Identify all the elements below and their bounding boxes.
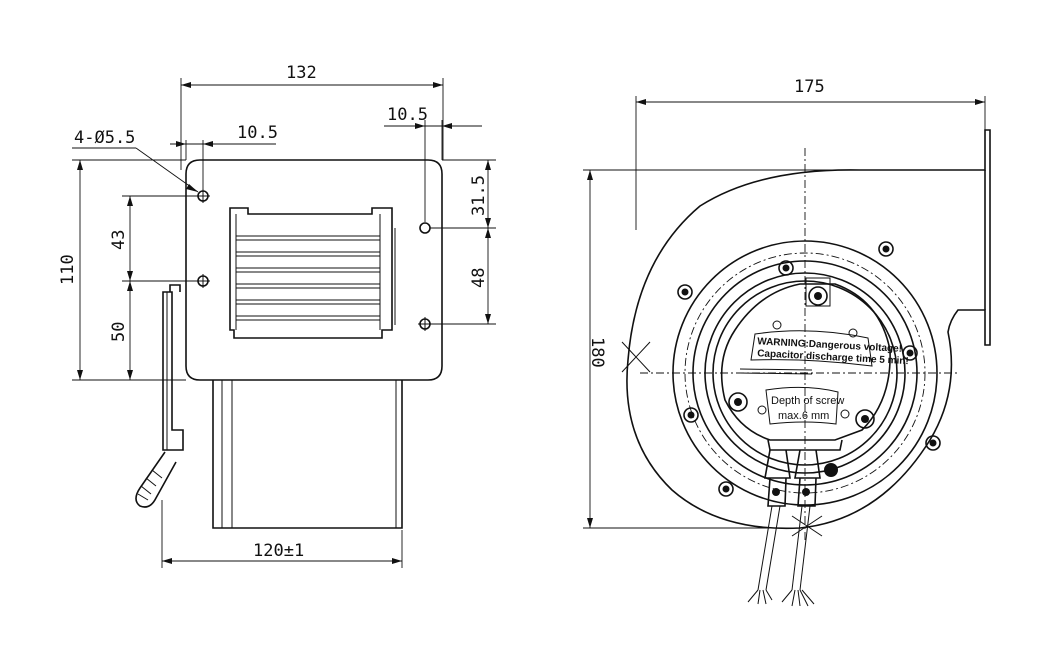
screw-text-2: max.6 mm	[778, 410, 829, 422]
dim-120: 120±1	[161, 500, 403, 568]
screw-text-1: Depth of screw	[771, 395, 844, 407]
dim-label-48: 48	[469, 268, 489, 288]
dim-label-offset-left: 10.5	[237, 123, 278, 143]
dim-label-31-5: 31.5	[469, 175, 489, 216]
dim-label-hole: 4-Ø5.5	[74, 128, 135, 148]
warning-label: WARNING:Dangerous voltage! Capacitor dis…	[750, 330, 909, 367]
cable-terminals	[747, 439, 843, 607]
front-view: WARNING:Dangerous voltage! Capacitor dis…	[583, 77, 991, 607]
motor-body	[212, 380, 403, 529]
scroll-housing	[626, 129, 991, 530]
dim-31-48: 31.5 48	[430, 159, 496, 325]
dim-label-175: 175	[794, 77, 825, 97]
dim-label-120: 120±1	[253, 541, 304, 561]
motor-plate	[720, 283, 891, 441]
flange-plate	[185, 159, 443, 381]
dim-hole-spec: 4-Ø5.5 10.5	[72, 123, 278, 193]
screw-label: Depth of screw max.6 mm	[765, 386, 844, 425]
dim-175: 175	[635, 77, 986, 230]
dim-43-50: 43 50	[109, 195, 198, 381]
dim-132: 132	[180, 63, 444, 170]
fan-opening	[229, 207, 393, 339]
dim-label-43: 43	[109, 230, 129, 250]
dim-label-50: 50	[109, 322, 129, 342]
side-view: 132 4-Ø5.5 10.5 10.5	[58, 63, 496, 568]
dim-label-132: 132	[286, 63, 317, 83]
terminal-strip	[135, 284, 184, 508]
dim-110: 110	[58, 159, 186, 381]
dim-label-180: 180	[587, 337, 607, 368]
dim-label-offset-right: 10.5	[387, 105, 428, 125]
dim-180: 180	[583, 169, 860, 529]
fan-blades	[235, 214, 396, 330]
outer-screws	[677, 241, 941, 497]
dim-offset-right: 10.5	[384, 105, 482, 222]
dim-label-110: 110	[58, 254, 78, 285]
